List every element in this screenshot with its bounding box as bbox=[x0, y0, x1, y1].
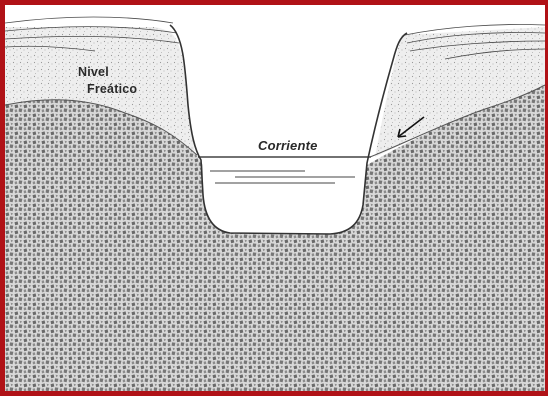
stream-cross-section-diagram bbox=[5, 5, 545, 393]
saturated-gravel-zone bbox=[5, 85, 545, 393]
water-table-label-line-2: Freático bbox=[87, 82, 137, 96]
water-table-label-line-1: Nivel bbox=[78, 65, 109, 79]
stream-water bbox=[203, 161, 367, 234]
stream-label: Corriente bbox=[258, 138, 318, 153]
